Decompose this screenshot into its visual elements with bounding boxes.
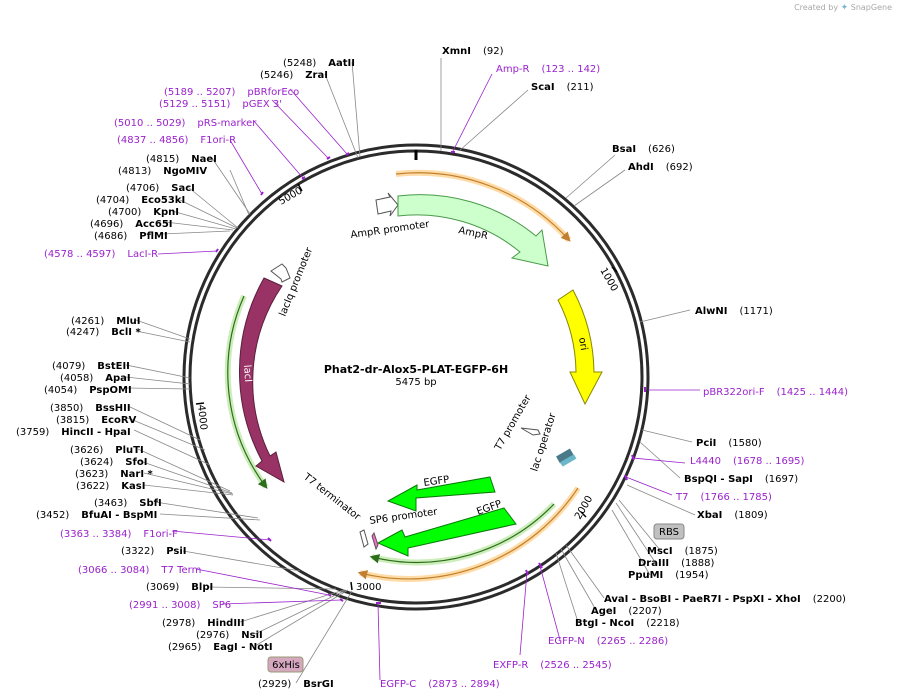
site-label: (2929)BsrGI (258, 679, 334, 690)
primer-labels: Amp-R(123 .. 142) pBR322ori-F(1425 .. 14… (44, 64, 848, 690)
lac-operator-feature: lac operator (529, 411, 577, 473)
ori-label: ori (576, 337, 589, 352)
site-label: (4079)BstEII (52, 361, 130, 372)
plasmid-name: Phat2-dr-Alox5-PLAT-EGFP-6H (324, 363, 508, 376)
site-label: PciI(1580) (696, 438, 762, 449)
primer-label: (2991 .. 3008)SP6 (129, 600, 231, 611)
scale-ticks: 1000 2000 3000 4000 5000 (195, 183, 620, 593)
site-label: MscI(1875) (647, 546, 718, 557)
site-label: (3622)KasI (76, 481, 145, 492)
rbs-label: RBS (659, 527, 679, 538)
site-label: XbaI(1809) (697, 510, 768, 521)
primer-label: (5129 .. 5151)pGEX 3' (159, 99, 282, 110)
primer-label: (4578 .. 4597)LacI-R (44, 249, 158, 260)
site-label: (5248)AatII (283, 58, 355, 69)
lacIq-promoter-feature: lacIq promoter (270, 245, 316, 318)
site-label: (3850)BssHII (50, 403, 131, 414)
site-label: (4686)PflMI (94, 231, 168, 242)
tick-3000: 3000 (356, 582, 381, 593)
primer-label: (5189 .. 5207)pBRforEco (164, 87, 299, 98)
site-label: XmnI(92) (442, 46, 504, 57)
site-label: (3623)NarI * (75, 469, 154, 480)
site-label: (4704)Eco53kI (96, 195, 185, 206)
site-label: BtgI - NcoI(2218) (575, 618, 680, 629)
his-box: 6xHis (267, 656, 304, 673)
t7-promoter-feature: T7 promoter (493, 392, 541, 453)
t7-promoter-label: T7 promoter (493, 392, 534, 453)
primer-label: EGFP-C(2873 .. 2894) (380, 679, 500, 690)
site-label: (3624)SfoI (80, 457, 147, 468)
primer-label: L4440(1678 .. 1695) (690, 456, 805, 467)
site-label: (2976)NsiI (196, 630, 263, 641)
egfp-label-1: EGFP (423, 474, 450, 488)
site-label: ScaI(211) (531, 82, 594, 93)
site-label: AlwNI(1171) (695, 306, 773, 317)
orf-arcs (224, 169, 581, 582)
site-label: AgeI(2207) (591, 606, 662, 617)
site-label: (3626)PluTI (70, 445, 144, 456)
site-label: (3069)BlpI (146, 582, 213, 593)
tick-4000: 4000 (195, 404, 209, 430)
sp6-promoter-label: SP6 promoter (369, 506, 439, 527)
primer-label: EXFP-R(2526 .. 2545) (493, 660, 612, 671)
t7-terminator-feature: T7 terminator (300, 471, 369, 548)
site-label: DraIII(1888) (638, 558, 715, 569)
site-label: (3463)SbfI (94, 498, 162, 509)
t7-terminator-label: T7 terminator (300, 471, 362, 523)
site-label: (4700)KpnI (108, 207, 179, 218)
primer-label: (3066 .. 3084)T7 Term (78, 565, 201, 576)
site-label: (3815)EcoRV (56, 415, 137, 426)
primer-label: EGFP-N(2265 .. 2286) (548, 636, 668, 647)
site-label: (4261)MluI (71, 316, 140, 327)
site-label: (4058)ApaI (60, 373, 131, 384)
site-label: (4696)Acc65I (90, 219, 173, 230)
ampr-promoter-label: AmpR promoter (350, 219, 431, 241)
site-label: (3322)PsiI (121, 546, 187, 557)
site-label: PpuMI(1954) (628, 570, 709, 581)
snapgene-logo-icon: ✦ (840, 3, 849, 13)
site-labels: XmnI(92) ScaI(211) BsaI(626) AhdI(692) A… (16, 46, 846, 690)
egfp-feature-1: EGFP (386, 474, 496, 512)
site-label: (4813)NgoMIV (118, 166, 207, 177)
site-label: BspQI - SapI(1697) (684, 474, 798, 485)
primer-label: (3363 .. 3384)F1ori-F (60, 529, 178, 540)
site-label: (4247)BclI * (66, 327, 141, 338)
site-label: (4706)SacI (126, 183, 195, 194)
site-label: (2965)EagI - NotI (168, 642, 273, 653)
lacI-label: lacI (241, 364, 253, 382)
plasmid-length: 5475 bp (395, 377, 436, 388)
site-label: (4815)NaeI (146, 154, 217, 165)
credit-brand: SnapGene (850, 3, 892, 12)
site-label: AhdI(692) (628, 162, 693, 173)
site-label: AvaI - BsoBI - PaeR7I - PspXI - XhoI(220… (604, 594, 846, 605)
primer-label: (4837 .. 4856)F1ori-R (117, 135, 236, 146)
site-label: BsaI(626) (612, 144, 675, 155)
site-label: (3759)HincII - HpaI (16, 427, 131, 438)
primer-label: (5010 .. 5029)pRS-marker (114, 118, 257, 129)
site-label: (3452)BfuAI - BspMI (36, 510, 157, 521)
rbs-box: RBS (653, 523, 685, 540)
lacI-feature: lacI (239, 277, 285, 484)
site-label: (4054)PspOMI (44, 385, 132, 396)
primer-label: T7(1766 .. 1785) (675, 492, 772, 503)
site-label: (5246)ZraI (260, 70, 328, 81)
ori-feature: ori (557, 289, 603, 406)
leader-lines (125, 58, 700, 684)
primer-label: Amp-R(123 .. 142) (496, 64, 600, 75)
primer-label: pBR322ori-F(1425 .. 1444) (703, 387, 848, 398)
lac-operator-label: lac operator (529, 411, 558, 473)
credit-prefix: Created by (794, 3, 839, 12)
his-label: 6xHis (272, 660, 300, 671)
site-label: (2978)HindIII (162, 618, 245, 629)
snapgene-credit: Created by ✦ SnapGene (794, 3, 892, 13)
